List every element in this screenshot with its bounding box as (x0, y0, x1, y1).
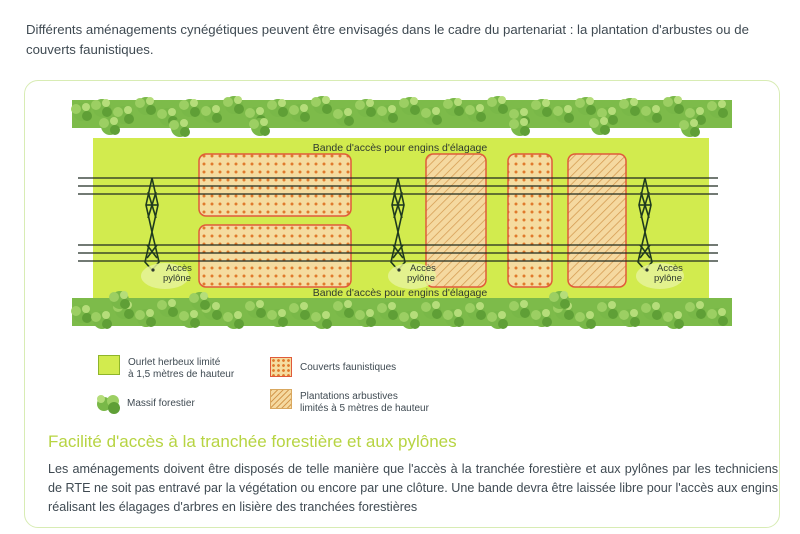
power-lines (78, 177, 718, 262)
legend-item-cover: Couverts faunistiques (270, 357, 396, 377)
legend-label-cover: Couverts faunistiques (300, 362, 397, 373)
section-title: Facilité d'accès à la tranchée forestièr… (48, 432, 457, 451)
legend-label-shrubs: Plantations arbustives limités à 5 mètre… (300, 391, 429, 414)
shrub-plantation-2 (567, 153, 627, 288)
forest-icon (97, 395, 120, 414)
faunal-cover-1 (198, 153, 352, 217)
legend-label-grass: Ourlet herbeux limité à 1,5 mètres de ha… (128, 357, 235, 380)
legend-swatch-grass (98, 355, 120, 375)
legend-item-shrubs: Plantations arbustives limités à 5 mètre… (270, 389, 429, 415)
forest-edge-bottom (71, 291, 732, 329)
pylon-access-label-2-line2: pylône (407, 273, 435, 284)
pylon-access-label-1-line1: Accès (166, 263, 192, 274)
band-label-bottom: Bande d'accès pour engins d'élagage (313, 287, 488, 299)
intro-paragraph: Différents aménagements cynégétiques peu… (26, 22, 749, 57)
faunal-cover-2 (198, 224, 352, 288)
pylon-access-label-2-line1: Accès (410, 263, 436, 274)
pylon-3 (637, 177, 653, 272)
faunal-cover-3 (507, 153, 553, 288)
legend-item-grass: Ourlet herbeux limité à 1,5 mètres de ha… (98, 355, 234, 381)
pylon-access-label-1-line2: pylône (163, 273, 191, 284)
pylon-access-label-3-line2: pylône (654, 273, 682, 284)
legend-item-forest: Massif forestier (95, 392, 195, 416)
forest-edge-top (71, 96, 732, 137)
pylon-access-label-3-line1: Accès (657, 263, 683, 274)
band-label-top: Bande d'accès pour engins d'élagage (313, 142, 488, 154)
legend-swatch-cover (270, 357, 292, 377)
legend-swatch-shrubs (270, 389, 292, 409)
section-body: Les aménagements doivent être disposés d… (48, 462, 778, 514)
shrub-plantation-1 (425, 153, 487, 288)
diagram-panel (24, 80, 780, 528)
corridor-diagram: Bande d'accès pour engins d'élagage Band… (71, 96, 732, 329)
pylon-1 (144, 177, 160, 272)
legend-label-forest: Massif forestier (127, 398, 195, 409)
